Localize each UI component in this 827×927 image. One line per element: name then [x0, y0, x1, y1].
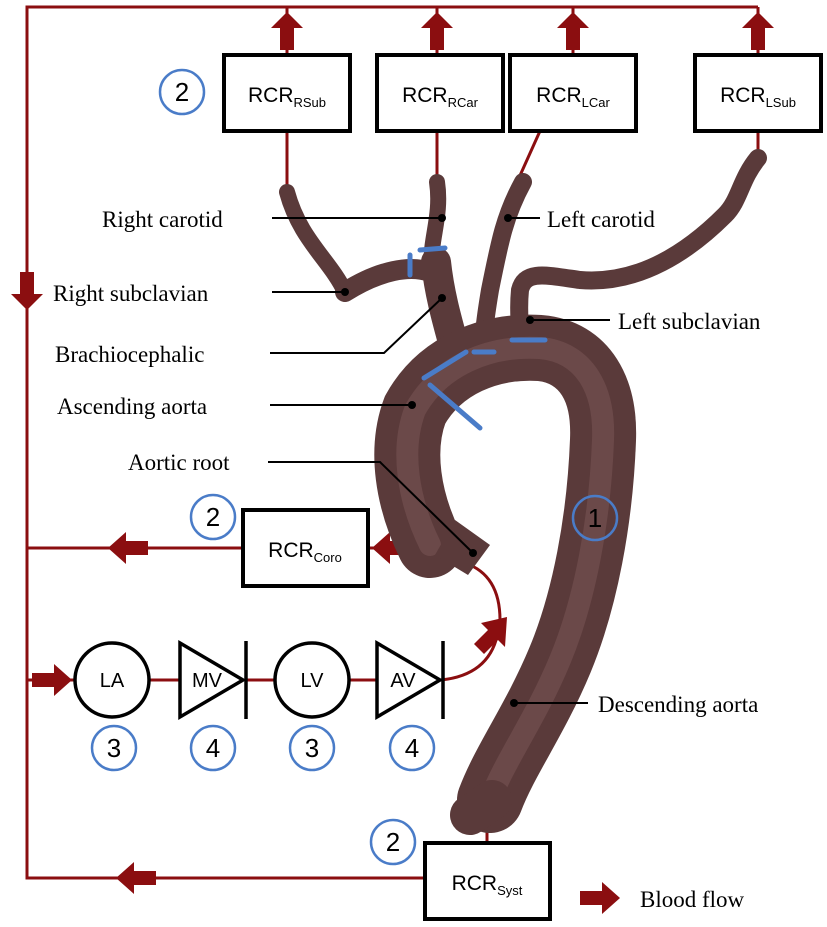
rcr-coro-box [241, 508, 370, 588]
cut-plane-brachio [421, 349, 469, 381]
cut-planes [407, 245, 548, 431]
mv-label: MV [192, 670, 223, 692]
leader-lines [268, 217, 610, 704]
arrow-left-coro [108, 532, 148, 564]
badge-aorta-circle [571, 494, 619, 542]
badge-la: 3 [107, 733, 121, 763]
top-branch-lines [285, 7, 760, 55]
label-right-carotid: Right carotid [102, 207, 223, 232]
rcr-syst-box [423, 841, 552, 921]
rcr-syst-label: RCRSyst [452, 872, 523, 898]
arrow-up-lsub [742, 12, 774, 50]
badge-mv-circle [189, 724, 237, 772]
la-label: LA [100, 670, 125, 692]
dot-left-subclavian [526, 316, 534, 324]
badge-syst: 2 [386, 827, 400, 857]
dot-ascending [408, 401, 416, 409]
arrow-up-rcar [421, 12, 453, 50]
av-triangle [375, 639, 444, 721]
badge-aorta: 1 [588, 503, 602, 533]
legend-blood-flow-label: Blood flow [640, 887, 745, 912]
box-vessel-connectors [285, 130, 760, 192]
lv-circle [273, 641, 351, 719]
heart-node-labels: LA MV LV AV [100, 670, 416, 692]
dot-right-carotid [438, 214, 446, 222]
cut-plane-rcar [417, 245, 448, 253]
rcr-lsub-box [693, 53, 823, 133]
rcr-box-labels: RCRRSub RCRRCar RCRLCar RCRLSub RCRCoro … [248, 84, 796, 898]
left-subclavian-vessel [510, 149, 767, 359]
aortic-arch-vessel [374, 314, 637, 833]
aortic-root-vessel [435, 520, 490, 575]
vessel-name-labels: Right carotid Left carotid Right subclav… [53, 207, 761, 717]
arrow-right-la [32, 664, 72, 696]
arrow-left-syst [116, 862, 156, 894]
leader-aortic-root [268, 461, 474, 554]
dot-aortic-root [469, 549, 477, 557]
rcr-rsub-box [222, 53, 352, 133]
aortic-arch-highlight [396, 336, 615, 811]
badge-coro: 2 [206, 502, 220, 532]
badge-syst-circle [369, 818, 417, 866]
dot-left-carotid [504, 214, 512, 222]
right-subclavian-trunk [335, 259, 440, 302]
dot-brachiocephalic [438, 294, 446, 302]
badge-av: 4 [405, 733, 419, 763]
badge-numbers: 2 2 2 1 3 4 3 4 [107, 77, 602, 857]
rcr-lcar-label: RCRLCar [536, 84, 610, 110]
badge-mv: 4 [206, 733, 220, 763]
rcr-rcar-label: RCRRCar [402, 84, 479, 110]
rcr-rcar-box [375, 53, 505, 133]
leader-dots [341, 214, 534, 707]
label-left-carotid: Left carotid [547, 207, 655, 232]
badge-coro-circle [189, 493, 237, 541]
dot-descending [510, 699, 518, 707]
dot-right-subclavian [341, 288, 349, 296]
label-left-subclavian: Left subclavian [618, 309, 761, 334]
badge-lv: 3 [305, 733, 319, 763]
arrow-diag-aorta [474, 617, 507, 654]
label-ascending-aorta: Ascending aorta [57, 394, 207, 419]
rcr-coro-label: RCRCoro [268, 539, 342, 565]
rcr-lsub-label: RCRLSub [720, 84, 796, 110]
label-aortic-root: Aortic root [128, 450, 230, 475]
arrow-down-left [11, 272, 43, 310]
badge-lv-circle [288, 724, 336, 772]
arrow-up-rsub [271, 12, 303, 50]
label-brachiocephalic: Brachiocephalic [55, 342, 204, 367]
right-subclavian-vessel [279, 184, 353, 300]
badge-av-circle [388, 724, 436, 772]
aorta-model [279, 149, 767, 835]
outer-loop-line [25, 5, 758, 880]
leader-brachiocephalic [270, 297, 443, 354]
av-label: AV [390, 670, 416, 692]
legend-arrow-icon [580, 882, 620, 914]
rcr-lcar-box [508, 53, 638, 133]
badge-rsub-circle [158, 68, 206, 116]
arrow-up-lcar [557, 12, 589, 50]
descending-aorta-end [450, 780, 512, 835]
la-circle [73, 641, 151, 719]
cut-plane-ascending [427, 382, 483, 431]
rcr-rsub-label: RCRRSub [248, 84, 326, 110]
flow-arrows [11, 12, 774, 914]
lv-label: LV [301, 670, 325, 692]
mv-triangle [178, 639, 247, 721]
arrow-left-root [372, 532, 412, 564]
rcr-box-frames [222, 53, 823, 921]
heart-node-shapes [73, 639, 445, 721]
label-right-subclavian: Right subclavian [53, 281, 209, 306]
label-descending-aorta: Descending aorta [598, 692, 758, 717]
badge-circles [90, 68, 619, 866]
badge-la-circle [90, 724, 138, 772]
badge-rsub: 2 [175, 77, 189, 107]
